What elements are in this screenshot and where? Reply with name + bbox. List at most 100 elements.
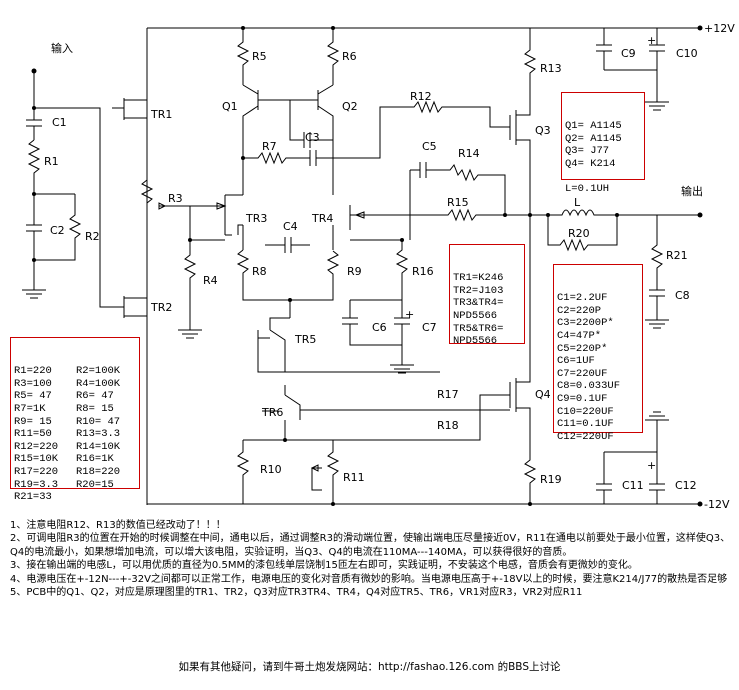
capacitor-value-line: C5=220P* (557, 342, 608, 355)
resistor-table-row: R21=33 (14, 491, 136, 504)
svg-text:+: + (405, 308, 414, 321)
capacitor-value-line: C8=0.033UF (557, 380, 621, 393)
resistor-table-row: R7=1K R8= 15 (14, 403, 136, 416)
r6-label: R6 (342, 50, 357, 63)
r15-label: R15 (447, 196, 469, 209)
resistor-value: R6= 47 (76, 390, 114, 403)
tr-value-line: NPD5566 (453, 335, 498, 348)
r20-label: R20 (568, 227, 590, 240)
tr-value-line: TR2=J103 (453, 284, 504, 297)
resistor-value: R13=3.3 (76, 428, 121, 441)
capacitor-value-line: C1=2.2UF (557, 292, 608, 305)
output-terminal (697, 212, 703, 218)
c11-label: C11 (622, 479, 644, 492)
c12-label: C12 (675, 479, 697, 492)
resistor-value: R21=33 (14, 491, 52, 504)
r14-label: R14 (458, 147, 480, 160)
c8-label: C8 (675, 289, 690, 302)
note-3: 3、接在输出端的电感L，可以用优质的直径为0.5MM的漆包线单层饶制15匝左右即… (10, 560, 638, 572)
resistor-table-row: R15=10K R16=1K (14, 453, 136, 466)
q-value-line: Q2= A1145 (565, 132, 622, 145)
resistor-value: R10= 47 (76, 415, 121, 428)
note-4: 4、电源电压在+-12N---+-32V之间都可以正常工作，电源电压的变化对音质… (10, 573, 728, 585)
capacitor-value-line: C11=0.1UF (557, 418, 614, 431)
r18-label: R18 (437, 419, 459, 432)
tr-value-line: TR1=K246 (453, 272, 504, 285)
c7-label: C7 (422, 321, 437, 334)
resistor-value: R15=10K (14, 453, 59, 466)
tr6-label: TR6 (261, 406, 283, 419)
resistor-value: R9= 15 (14, 415, 52, 428)
resistor-value: R1=220 (14, 365, 52, 378)
r8-label: R8 (252, 265, 267, 278)
r13-label: R13 (540, 62, 562, 75)
resistor-value: R2=100K (76, 365, 121, 378)
svg-text:+: + (647, 459, 656, 472)
c9-label: C9 (621, 47, 636, 60)
resistor-value: R7=1K (14, 402, 46, 415)
tr-value-line: NPD5566 (453, 309, 498, 322)
r3-label: R3 (168, 192, 183, 205)
resistor-value: R5= 47 (14, 390, 52, 403)
capacitor-value-line: C2=220P (557, 304, 602, 317)
c4-label: C4 (283, 220, 298, 233)
r16-label: R16 (412, 265, 434, 278)
resistor-value: R11=50 (14, 428, 52, 441)
tr-value-line: TR5&TR6= (453, 322, 504, 335)
c5-label: C5 (422, 140, 437, 153)
capacitor-value-line: C10=220UF (557, 405, 614, 418)
resistor-value: R8= 15 (76, 402, 114, 415)
resistor-value: R18=220 (76, 465, 121, 478)
svg-text:+: + (647, 34, 656, 47)
capacitor-value-line: C3=2200P* (557, 317, 614, 330)
tr3-label: TR3 (245, 212, 267, 225)
tr4-label: TR4 (311, 212, 333, 225)
q1-label: Q1 (222, 100, 238, 113)
r10-label: R10 (260, 463, 282, 476)
footer-text: 如果有其他疑问，请到牛哥土炮发烧网站：http://fashao.126.com… (178, 661, 561, 673)
resistor-table-row: R1=220 R2=100K (14, 365, 136, 378)
r7-label: R7 (262, 140, 277, 153)
tr1-label: TR1 (150, 108, 172, 121)
c1-label: C1 (52, 116, 67, 129)
inductor-label: L (574, 196, 581, 209)
tr2-label: TR2 (150, 301, 172, 314)
r4-label: R4 (203, 274, 218, 287)
capacitor-value-line: C6=1UF (557, 355, 595, 368)
ground-icon (22, 289, 46, 299)
r21-label: R21 (666, 249, 688, 262)
q2-label: Q2 (342, 100, 358, 113)
resistor-value: R20=15 (76, 478, 114, 491)
r9-label: R9 (347, 265, 362, 278)
resistor-value: R16=1K (76, 453, 114, 466)
capacitor-value-line: C7=220UF (557, 367, 608, 380)
c10-label: C10 (676, 47, 698, 60)
resistor-value: R4=100K (76, 377, 121, 390)
circuit-schematic: +12V -12V 输入 C1 R1 C2 R2 TR1 TR2 R3 R4 R… (22, 22, 735, 511)
c2-label: C2 (50, 224, 65, 237)
r17-label: R17 (437, 388, 459, 401)
q3-label: Q3 (535, 124, 551, 137)
capacitor-value-line: C4=47P* (557, 329, 602, 342)
resistor-value: R19=3.3 (14, 478, 59, 491)
tr5-label: TR5 (294, 333, 316, 346)
c3-label: C3 (305, 131, 320, 144)
r1-label: R1 (44, 155, 59, 168)
q-value-line: Q1= A1145 (565, 120, 622, 133)
resistor-table-row: R5= 47 R6= 47 (14, 390, 136, 403)
q-value-line: Q3= J77 (565, 145, 610, 158)
resistor-table-row: R19=3.3 R20=15 (14, 479, 136, 492)
q-value-line: L=0.1UH (565, 183, 610, 196)
q4-label: Q4 (535, 388, 551, 401)
vminus-label: -12V (704, 498, 730, 511)
note-2: 2、可调电阻R3的位置在开始的时候调整在中间，通电以后，通过调整R3的滑动端位置… (10, 533, 731, 558)
